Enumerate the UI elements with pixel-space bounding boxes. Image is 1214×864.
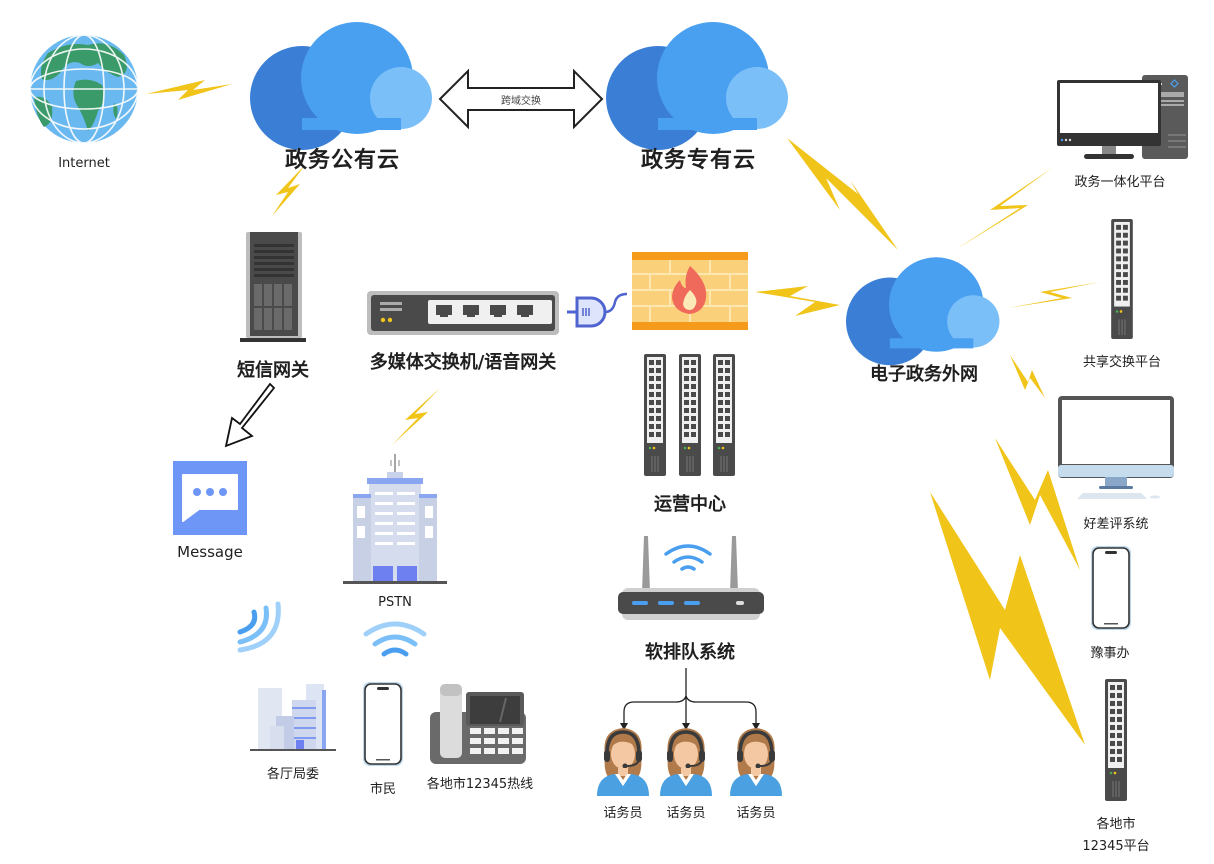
rack-switch-icon xyxy=(1110,218,1134,340)
city-buildings-icon xyxy=(250,684,336,751)
smartphone-icon xyxy=(363,682,403,766)
rating-system-label: 好差评系统 xyxy=(1083,517,1149,532)
public-cloud-icon xyxy=(250,22,432,150)
rack-switch-icon xyxy=(1104,678,1128,802)
network-switch-icon xyxy=(367,291,559,335)
globe-icon xyxy=(29,34,139,144)
internet-label: Internet xyxy=(58,156,110,171)
agent-headset-icon xyxy=(728,726,784,798)
queue-system-label: 软排队系统 xyxy=(645,642,735,663)
branch-arrows xyxy=(620,668,760,730)
wifi-icon xyxy=(363,621,427,657)
lightning-icon xyxy=(146,80,232,100)
public-cloud-label: 政务公有云 xyxy=(284,148,400,173)
agent-label: 话务员 xyxy=(736,806,776,821)
city-platform-label-line2: 12345平台 xyxy=(1082,839,1150,854)
message-icon xyxy=(173,461,247,535)
hotline-label: 各地市12345热线 xyxy=(426,777,534,792)
server-tower-icon xyxy=(240,232,306,342)
desktop-computer-icon xyxy=(1057,75,1188,159)
citizen-label: 市民 xyxy=(369,782,396,797)
lightning-icon xyxy=(1008,282,1100,308)
agent-label: 话务员 xyxy=(666,806,706,821)
lightning-icon xyxy=(995,438,1080,570)
city-platform-label-line1: 各地市 xyxy=(1096,817,1136,832)
ops-center-label: 运营中心 xyxy=(654,494,726,515)
extranet-label: 电子政务外网 xyxy=(870,364,978,385)
agent-headset-icon xyxy=(658,726,714,798)
rack-switch-icon xyxy=(678,353,702,477)
router-icon xyxy=(618,536,764,620)
building-icon xyxy=(343,454,447,584)
private-cloud-icon xyxy=(606,22,788,150)
lightning-icon xyxy=(1010,355,1045,398)
lightning-icon xyxy=(272,165,305,216)
lightning-icon xyxy=(392,388,440,445)
lightning-icon xyxy=(755,286,840,316)
agent-label: 话务员 xyxy=(603,806,643,821)
sharing-platform-label: 共享交换平台 xyxy=(1082,355,1161,370)
message-label: Message xyxy=(177,543,243,561)
smartphone-icon xyxy=(1091,546,1131,630)
media-switch-label: 多媒体交换机/语音网关 xyxy=(369,352,557,373)
rack-switch-icon xyxy=(643,353,667,477)
imac-icon xyxy=(1058,396,1174,499)
plug-icon xyxy=(567,292,628,328)
integrated-platform-label: 政务一体化平台 xyxy=(1074,175,1166,190)
extranet-cloud-icon xyxy=(846,257,1000,366)
lightning-icon xyxy=(787,138,898,250)
rack-switch-icon xyxy=(712,353,736,477)
yushiban-label: 豫事办 xyxy=(1090,646,1130,661)
lightning-icon xyxy=(955,168,1052,250)
lightning-icon xyxy=(930,492,1085,745)
private-cloud-label: 政务专有云 xyxy=(640,148,756,173)
sms-gateway-label: 短信网关 xyxy=(237,360,309,381)
double-arrow-icon xyxy=(438,68,604,130)
pstn-label: PSTN xyxy=(378,595,412,610)
agent-headset-icon xyxy=(595,726,651,798)
cross-domain-label: 跨域交换 xyxy=(501,96,541,107)
desk-phone-icon xyxy=(430,684,526,764)
firewall-icon xyxy=(632,252,748,330)
hollow-arrow-icon xyxy=(224,382,276,448)
signal-waves-icon xyxy=(237,601,281,653)
departments-label: 各厅局委 xyxy=(266,767,319,782)
